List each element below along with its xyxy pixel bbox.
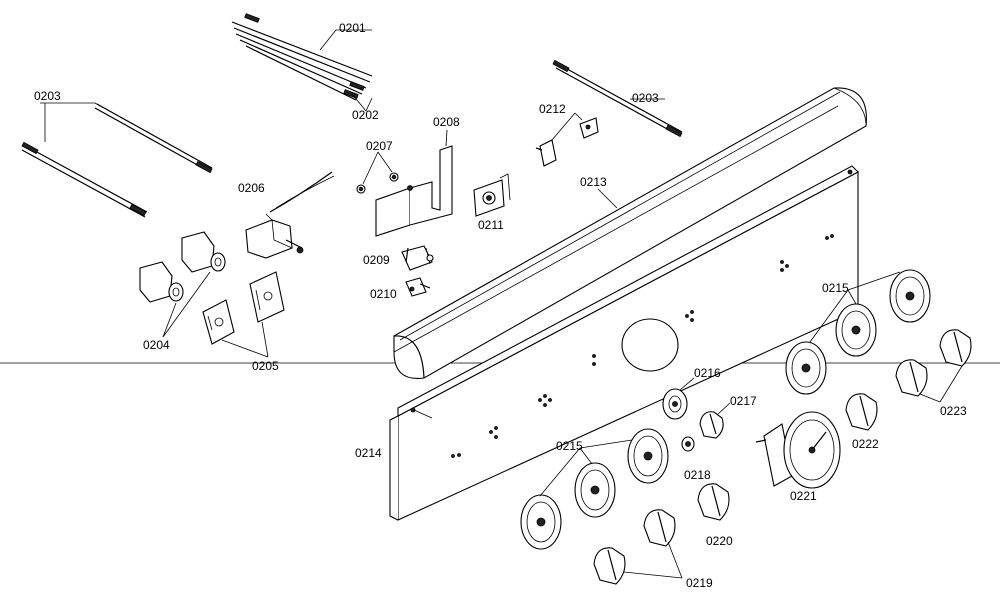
label-0205: 0205 <box>252 359 279 373</box>
label-0211: 0211 <box>478 218 504 232</box>
control-panel-0214 <box>389 165 859 521</box>
knob-0222 <box>845 393 878 431</box>
valve-0204-b <box>181 231 226 273</box>
label-0209: 0209 <box>363 253 390 267</box>
label-0214: 0214 <box>355 446 382 460</box>
valve-0204-a <box>139 261 184 303</box>
label-0215-left: 0215 <box>556 439 583 453</box>
label-0212: 0212 <box>539 102 566 116</box>
label-0220: 0220 <box>706 534 733 548</box>
label-0222: 0222 <box>852 437 879 451</box>
dials-0215-left <box>520 428 669 550</box>
label-0206: 0206 <box>238 181 265 195</box>
switch-0210 <box>405 277 431 297</box>
thermostat-0206 <box>245 171 335 259</box>
nuts-0207 <box>356 172 399 194</box>
clips-0212 <box>535 117 599 167</box>
knobs-0223 <box>895 329 972 397</box>
knob-0220 <box>697 483 730 521</box>
label-0221: 0221 <box>790 489 817 503</box>
wire-rods-0203-left <box>21 103 213 218</box>
label-0208: 0208 <box>433 115 460 129</box>
wire-rod-0203-right <box>552 59 683 138</box>
knob-0217 <box>699 411 724 439</box>
label-0218: 0218 <box>684 468 711 482</box>
label-0215-right: 0215 <box>822 281 849 295</box>
label-0207: 0207 <box>366 139 393 153</box>
switch-plate-0205-b <box>249 271 285 323</box>
switch-0209 <box>401 245 434 271</box>
label-0216: 0216 <box>694 366 721 380</box>
gauge-0221 <box>755 411 841 489</box>
label-0201: 0201 <box>339 21 366 35</box>
label-0203-left: 0203 <box>34 89 61 103</box>
bracket-0208 <box>375 145 453 237</box>
label-0217: 0217 <box>730 394 757 408</box>
switch-plate-0205-a <box>202 299 235 345</box>
label-0213: 0213 <box>580 175 607 189</box>
dials-0215-right <box>785 269 931 395</box>
nut-0218 <box>681 436 695 452</box>
label-0204: 0204 <box>143 338 170 352</box>
switch-0211 <box>473 173 511 217</box>
label-0219: 0219 <box>686 576 713 590</box>
label-0210: 0210 <box>370 287 397 301</box>
label-0202: 0202 <box>352 108 379 122</box>
label-0223: 0223 <box>940 404 967 418</box>
dial-0216 <box>662 388 688 420</box>
top-rail-0213 <box>393 87 867 380</box>
label-0203-right: 0203 <box>632 91 659 105</box>
center-cutout <box>621 318 679 372</box>
wire-rods-0201 <box>231 13 373 101</box>
